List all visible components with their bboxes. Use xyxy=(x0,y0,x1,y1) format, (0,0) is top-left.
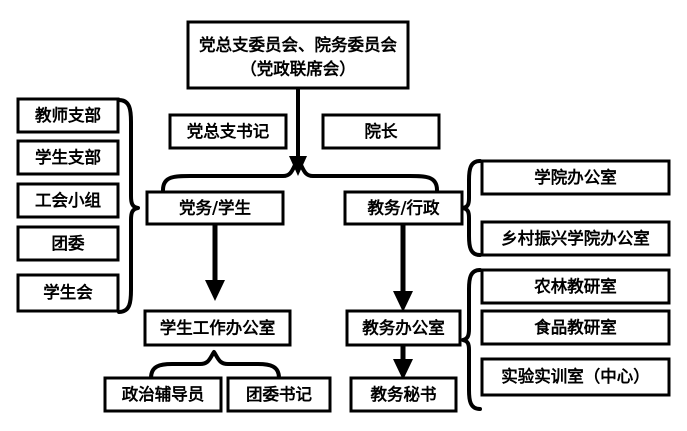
node-youth-league-secretary[interactable]: 团委书记 xyxy=(226,376,332,413)
right-office-label-1: 乡村振兴学院办公室 xyxy=(501,228,650,248)
party-secretary-label: 党总支书记 xyxy=(187,121,270,141)
node-dean[interactable]: 院长 xyxy=(321,113,441,150)
brace-right-departments xyxy=(461,268,482,411)
arrow-head-top xyxy=(289,156,307,176)
right-office-item-1[interactable]: 乡村振兴学院办公室 xyxy=(480,220,671,257)
connector-academic-office-to-secretary xyxy=(393,346,413,380)
top-committee-line2: （党政联席会） xyxy=(240,59,356,79)
node-party-secretary[interactable]: 党总支书记 xyxy=(168,113,288,150)
left-branch-label-4: 学生会 xyxy=(43,282,93,302)
academic-admin-label: 教务/行政 xyxy=(366,198,440,218)
connector-admin-to-academic-office xyxy=(393,223,413,312)
academic-secretary-label: 教务秘书 xyxy=(370,384,438,404)
youth-league-secretary-label: 团委书记 xyxy=(246,384,313,404)
left-branch-item-0[interactable]: 教师支部 xyxy=(16,97,120,134)
left-branch-item-1[interactable]: 学生支部 xyxy=(16,139,120,176)
brace-left-branches xyxy=(117,98,140,314)
party-student-affairs-label: 党务/学生 xyxy=(179,198,251,218)
left-branch-item-3[interactable]: 团委 xyxy=(16,225,120,262)
arrow-head-student-office xyxy=(205,280,225,301)
node-academic-affairs-office[interactable]: 教务办公室 xyxy=(345,309,462,347)
brace-student-office-children xyxy=(149,350,281,380)
right-department-label-2: 实验实训室（中心） xyxy=(501,366,650,386)
right-office-label-0: 学院办公室 xyxy=(534,167,617,187)
node-student-work-office[interactable]: 学生工作办公室 xyxy=(143,309,292,347)
connector-top-to-branch xyxy=(289,88,307,176)
left-branch-label-3: 团委 xyxy=(52,233,86,253)
right-department-label-0: 农林教研室 xyxy=(533,276,617,296)
node-political-counselor[interactable]: 政治辅导员 xyxy=(103,376,223,413)
brace-split-middle xyxy=(161,158,439,192)
right-offices-group: 学院办公室 乡村振兴学院办公室 xyxy=(480,159,671,257)
connector-party-to-student-office xyxy=(205,224,225,301)
right-departments-group: 农林教研室 食品教研室 实验实训室（中心） xyxy=(480,268,671,397)
node-academic-secretary[interactable]: 教务秘书 xyxy=(349,376,458,413)
dean-label: 院长 xyxy=(365,121,399,141)
academic-affairs-office-label: 教务办公室 xyxy=(361,318,445,338)
right-department-item-0[interactable]: 农林教研室 xyxy=(480,268,671,305)
right-department-item-1[interactable]: 食品教研室 xyxy=(480,309,671,346)
arrow-head-academic-office xyxy=(393,291,413,312)
node-academic-admin[interactable]: 教务/行政 xyxy=(343,190,464,226)
node-top-committee[interactable]: 党总支委员会、院务委员会 （党政联席会） xyxy=(186,20,410,90)
student-work-office-label: 学生工作办公室 xyxy=(160,318,276,338)
left-branch-label-2: 工会小组 xyxy=(35,190,102,210)
top-committee-line1: 党总支委员会、院务委员会 xyxy=(199,35,398,55)
right-department-label-1: 食品教研室 xyxy=(534,317,617,337)
left-branch-item-4[interactable]: 学生会 xyxy=(16,273,120,313)
node-party-student-affairs[interactable]: 党务/学生 xyxy=(145,190,285,226)
left-branch-item-2[interactable]: 工会小组 xyxy=(16,182,120,219)
right-office-item-0[interactable]: 学院办公室 xyxy=(480,159,671,196)
left-branch-label-1: 学生支部 xyxy=(35,147,102,167)
arrow-head-academic-secretary xyxy=(393,359,413,380)
political-counselor-label: 政治辅导员 xyxy=(122,384,205,404)
right-department-item-2[interactable]: 实验实训室（中心） xyxy=(480,357,671,397)
left-branch-label-0: 教师支部 xyxy=(34,105,102,125)
brace-right-offices xyxy=(461,159,482,257)
left-branch-group: 教师支部 学生支部 工会小组 团委 学生会 xyxy=(16,97,120,313)
